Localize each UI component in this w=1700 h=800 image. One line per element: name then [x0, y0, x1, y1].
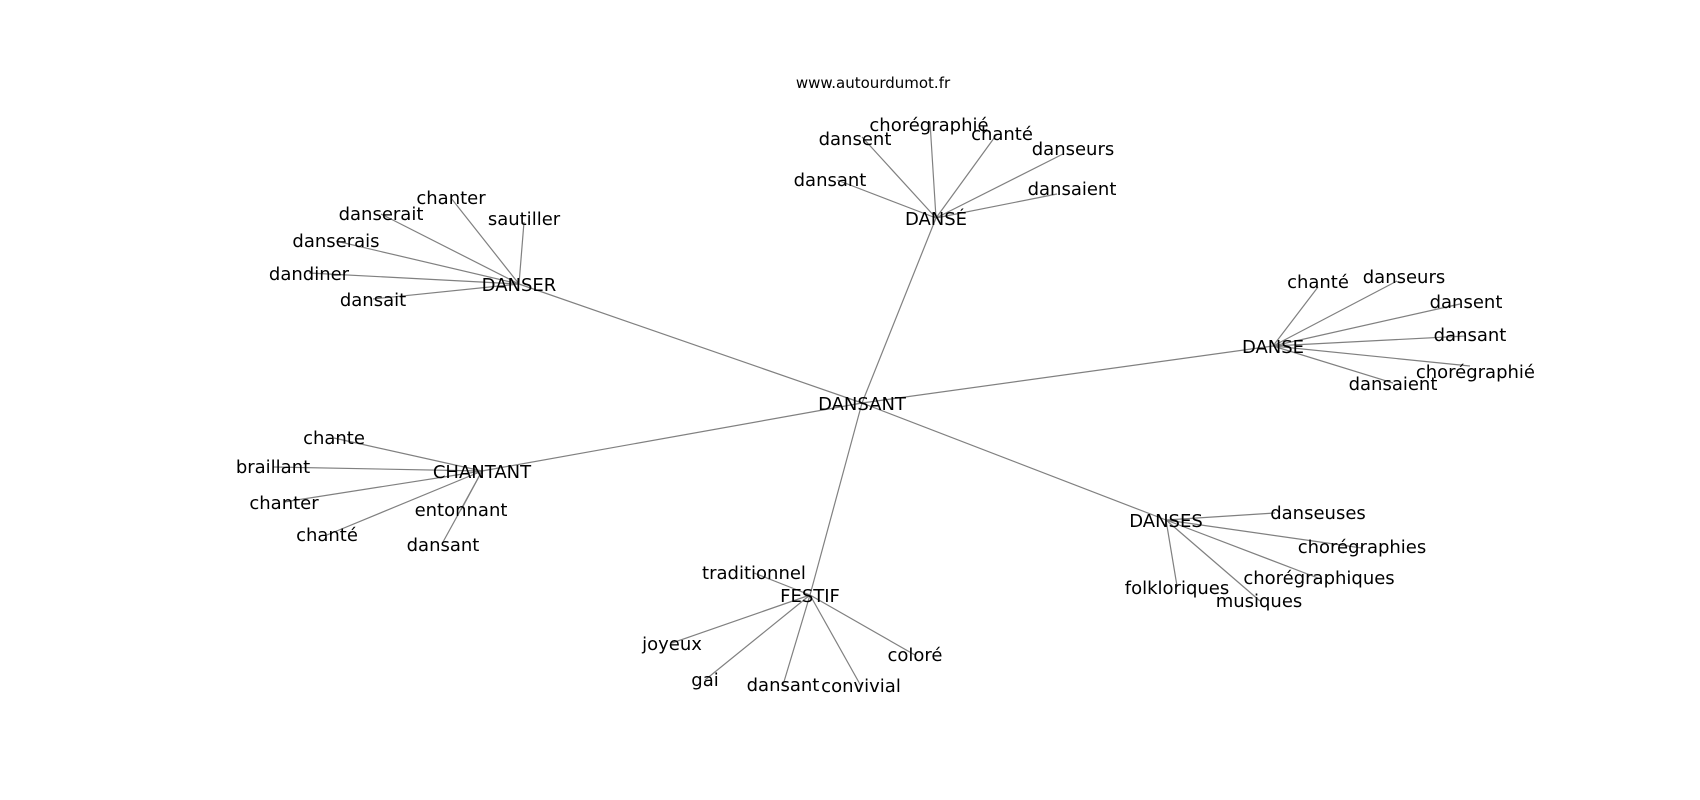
edge-hub-leaf: [1165, 512, 1276, 521]
leaf-node-label[interactable]: dansant: [407, 535, 480, 556]
hub-node-label[interactable]: FESTIF: [780, 586, 840, 607]
edge-center-hub: [861, 217, 937, 404]
edge-center-hub: [861, 402, 1167, 521]
leaf-node-label[interactable]: dansent: [1430, 292, 1503, 313]
edge-hub-leaf: [372, 283, 520, 300]
edge-center-hub: [809, 402, 863, 596]
edge-hub-leaf: [1272, 280, 1398, 347]
edge-hub-leaf: [518, 221, 525, 285]
edge-center-hub: [861, 345, 1274, 404]
edge-hub-leaf: [450, 197, 520, 285]
edge-hub-leaf: [283, 470, 483, 503]
edge-hub-leaf: [753, 572, 811, 596]
leaf-node-label[interactable]: danseurs: [1032, 139, 1115, 160]
leaf-node-label[interactable]: dansaient: [1349, 374, 1438, 395]
edge-hub-leaf: [1272, 345, 1394, 384]
edge-hub-leaf: [1272, 303, 1461, 347]
edge-hub-leaf: [1272, 286, 1319, 347]
leaf-node-label[interactable]: chanter: [249, 493, 319, 514]
edge-hub-leaf: [1165, 519, 1363, 549]
edge-hub-leaf: [1272, 335, 1467, 347]
leaf-node-label[interactable]: folkloriques: [1125, 578, 1229, 599]
edge-hub-leaf: [935, 193, 1058, 219]
hub-node-label[interactable]: DANSÉ: [905, 208, 967, 230]
leaf-node-label[interactable]: danseurs: [1363, 267, 1446, 288]
leaf-node-label[interactable]: convivial: [821, 676, 901, 697]
leaf-node-label[interactable]: coloré: [887, 645, 942, 666]
leaf-node-label[interactable]: chorégraphiques: [1243, 568, 1394, 589]
edge-hub-leaf: [861, 136, 937, 219]
edge-hub-leaf: [1165, 519, 1178, 587]
leaf-node-label[interactable]: musiques: [1216, 591, 1303, 612]
leaf-node-label[interactable]: chorégraphies: [1298, 537, 1427, 558]
edge-hub-leaf: [935, 133, 998, 219]
leaf-node-label[interactable]: danserait: [339, 204, 424, 225]
edge-hub-leaf: [272, 466, 483, 472]
edge-hub-leaf: [333, 437, 483, 472]
hub-node-label[interactable]: DANSER: [482, 275, 557, 296]
edge-hub-leaf: [380, 213, 520, 285]
edge-hub-leaf: [1272, 345, 1471, 367]
leaf-node-label[interactable]: chorégraphié: [869, 115, 988, 136]
leaf-node-label[interactable]: dansant: [747, 675, 820, 696]
leaf-node-label[interactable]: chante: [303, 428, 365, 449]
edge-hub-leaf: [704, 594, 811, 681]
leaf-node-label[interactable]: chorégraphié: [1416, 362, 1535, 383]
edge-hub-leaf: [1165, 519, 1261, 602]
leaf-node-label[interactable]: dansaient: [1028, 179, 1117, 200]
leaf-node-label[interactable]: dansant: [1434, 325, 1507, 346]
leaf-node-label[interactable]: traditionnel: [702, 563, 806, 584]
hub-node-label[interactable]: CHANTANT: [433, 462, 532, 483]
edge-hub-leaf: [326, 470, 483, 536]
leaf-node-label[interactable]: chanté: [971, 124, 1033, 145]
hub-node-label[interactable]: DANSE: [1242, 337, 1304, 358]
leaf-node-label[interactable]: dansant: [794, 170, 867, 191]
leaf-node-label[interactable]: dansait: [340, 290, 406, 311]
edge-hub-leaf: [671, 594, 811, 644]
leaf-node-label[interactable]: danserais: [292, 231, 379, 252]
center-node-label[interactable]: DANSANT: [818, 394, 907, 415]
edge-hub-leaf: [335, 240, 520, 285]
leaf-node-label[interactable]: chanter: [416, 188, 486, 209]
edge-hub-leaf: [1165, 519, 1319, 579]
label-layer: DANSANTDANSÉdansantdansentchorégraphiéch…: [236, 115, 1535, 697]
leaf-node-label[interactable]: entonnant: [415, 500, 508, 521]
edge-hub-leaf: [809, 594, 862, 687]
leaf-node-label[interactable]: braillant: [236, 457, 310, 478]
leaf-node-label[interactable]: danseuses: [1270, 503, 1366, 524]
leaf-node-label[interactable]: dansent: [819, 129, 892, 150]
edge-hub-leaf: [809, 594, 916, 656]
hub-node-label[interactable]: DANSES: [1129, 511, 1203, 532]
edge-hub-leaf: [308, 272, 520, 285]
leaf-node-label[interactable]: sautiller: [488, 209, 561, 230]
leaf-node-label[interactable]: joyeux: [641, 634, 702, 655]
leaf-node-label[interactable]: chanté: [1287, 272, 1349, 293]
edge-hub-leaf: [929, 121, 937, 219]
leaf-node-label[interactable]: chanté: [296, 525, 358, 546]
edge-hub-leaf: [836, 179, 937, 219]
edge-center-hub: [518, 283, 863, 404]
edge-center-hub: [481, 402, 863, 472]
edge-hub-leaf: [442, 470, 483, 543]
source-label: www.autourdumot.fr: [796, 74, 951, 92]
leaf-node-label[interactable]: dandiner: [269, 264, 350, 285]
edge-hub-leaf: [935, 153, 1064, 219]
edge-hub-leaf: [782, 594, 811, 686]
edge-layer: [272, 121, 1471, 687]
leaf-node-label[interactable]: gai: [691, 670, 718, 691]
